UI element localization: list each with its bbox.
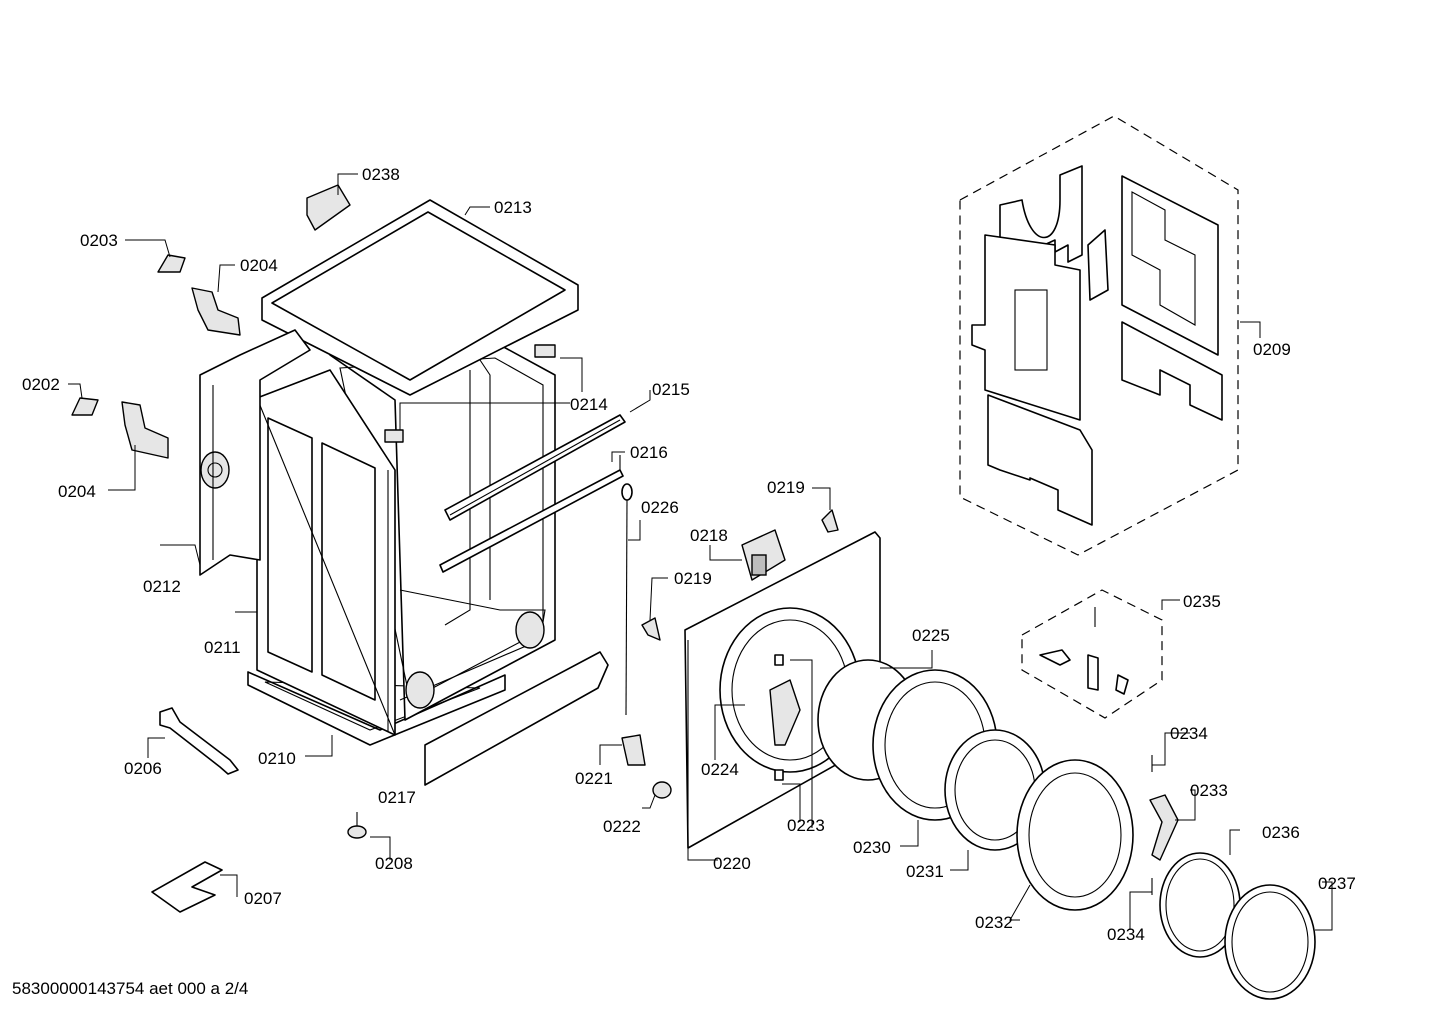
label-0234-lower: 0234 <box>1107 925 1145 944</box>
label-0236: 0236 <box>1262 823 1300 842</box>
label-0202: 0202 <box>22 375 60 394</box>
rear-panel-0212 <box>199 329 311 576</box>
label-0208: 0208 <box>375 854 413 873</box>
label-0209: 0209 <box>1253 340 1291 359</box>
label-0218: 0218 <box>690 526 728 545</box>
label-0233: 0233 <box>1190 781 1228 800</box>
label-0237: 0237 <box>1318 874 1356 893</box>
label-0217: 0217 <box>378 788 416 807</box>
foot-0222 <box>652 781 672 799</box>
label-0226: 0226 <box>641 498 679 517</box>
label-0219-lower: 0219 <box>674 569 712 588</box>
label-0207: 0207 <box>244 889 282 908</box>
spanner-0206 <box>159 707 239 775</box>
label-0222: 0222 <box>603 817 641 836</box>
top-lid-0213 <box>261 199 579 396</box>
label-0232: 0232 <box>975 913 1013 932</box>
label-0238: 0238 <box>362 165 400 184</box>
hinge-clip-0238 <box>306 184 351 231</box>
label-0221: 0221 <box>575 769 613 788</box>
label-0212: 0212 <box>143 577 181 596</box>
drain-hose-0226 <box>621 483 633 716</box>
label-0231: 0231 <box>906 862 944 881</box>
label-0219-upper: 0219 <box>767 478 805 497</box>
plinth-panel-0217 <box>424 651 609 786</box>
door-lock-kit-0235 <box>1021 589 1163 719</box>
support-rails <box>439 414 626 573</box>
part-labels: 0238 0213 0203 0204 0202 0204 0212 0211 … <box>22 165 1356 944</box>
outer-door-ring-0232 <box>1016 759 1134 911</box>
label-0223: 0223 <box>787 816 825 835</box>
label-0210: 0210 <box>258 749 296 768</box>
trim-ring-0237 <box>1224 884 1316 1000</box>
transport-bracket-0207 <box>151 861 223 913</box>
leader-lines <box>68 173 1333 931</box>
label-0220: 0220 <box>713 854 751 873</box>
front-panel-0220 <box>684 531 881 849</box>
label-0203: 0203 <box>80 231 118 250</box>
label-0214: 0214 <box>570 395 608 414</box>
label-0216: 0216 <box>630 443 668 462</box>
adjustable-foot-0208 <box>347 812 367 839</box>
door-handle-0233 <box>1149 794 1179 861</box>
clip-0221 <box>621 734 646 766</box>
label-0215: 0215 <box>652 380 690 399</box>
label-0211: 0211 <box>204 638 241 657</box>
label-0224: 0224 <box>701 760 739 779</box>
label-0225: 0225 <box>912 626 950 645</box>
clip-0219-lower <box>641 617 661 641</box>
cabinet-body-0211 <box>247 344 556 746</box>
valve-parts <box>71 254 241 459</box>
clip-0219-upper <box>821 509 839 533</box>
label-0230: 0230 <box>853 838 891 857</box>
label-0206: 0206 <box>124 759 162 778</box>
control-module-0218 <box>741 529 786 581</box>
label-0204-upper: 0204 <box>240 256 278 275</box>
label-0235: 0235 <box>1183 592 1221 611</box>
document-reference: 58300000143754 aet 000 a 2/4 <box>12 979 249 998</box>
label-0213: 0213 <box>494 198 532 217</box>
label-0234-upper: 0234 <box>1170 724 1208 743</box>
label-0204-lower: 0204 <box>58 482 96 501</box>
packaging-kit-0209 <box>959 115 1239 556</box>
